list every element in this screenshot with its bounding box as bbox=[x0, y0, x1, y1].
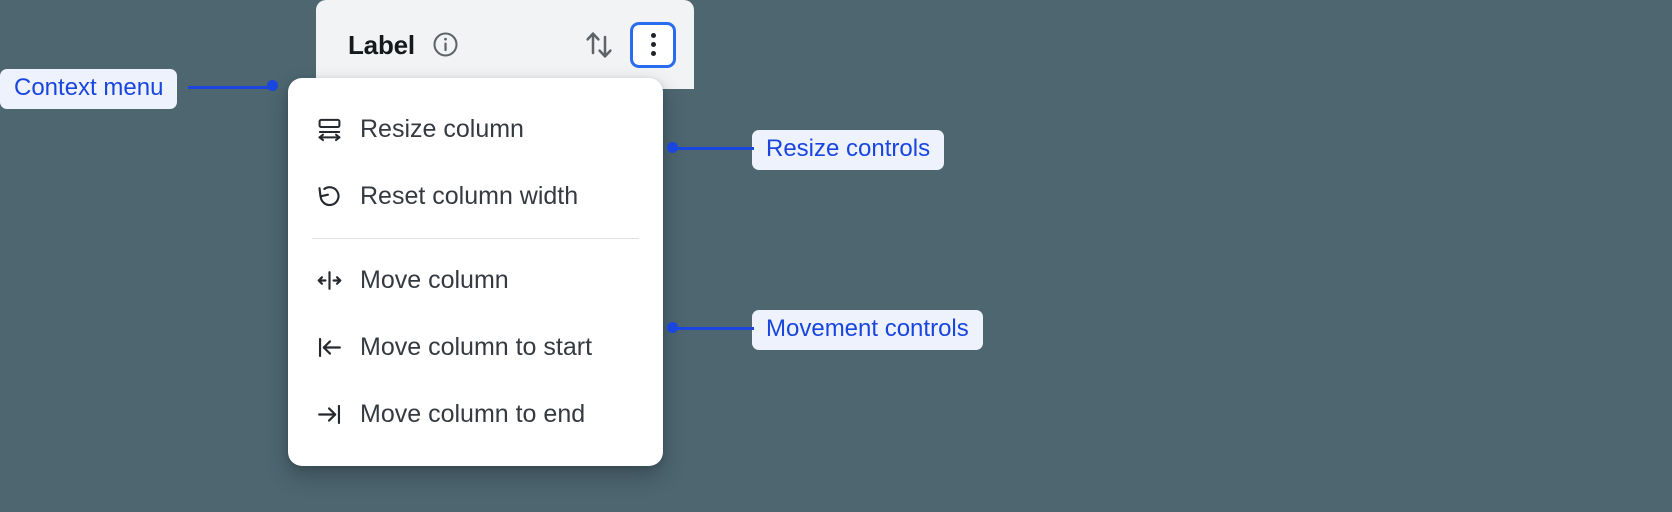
column-menu-button[interactable] bbox=[630, 21, 676, 68]
more-vertical-icon-dot-2 bbox=[650, 42, 656, 47]
move-to-start-icon bbox=[314, 333, 344, 363]
annotation-leader-dot-movement bbox=[667, 322, 678, 333]
annotation-leader-dot-context-menu bbox=[267, 80, 278, 91]
menu-item-move-column[interactable]: Move column bbox=[288, 247, 663, 314]
more-vertical-icon-dot-3 bbox=[650, 51, 656, 56]
resize-column-icon bbox=[314, 115, 344, 145]
menu-item-move-column-to-end[interactable]: Move column to end bbox=[288, 381, 663, 448]
reset-width-icon bbox=[314, 182, 344, 212]
annotation-leader-line-resize bbox=[672, 147, 754, 150]
annotation-leader-dot-resize bbox=[667, 142, 678, 153]
menu-item-move-column-to-start[interactable]: Move column to start bbox=[288, 314, 663, 381]
column-header-panel: Label bbox=[316, 0, 694, 89]
menu-item-label: Move column bbox=[360, 266, 509, 294]
menu-item-label: Reset column width bbox=[360, 182, 579, 210]
column-context-menu: Resize column Reset column width Move co… bbox=[288, 78, 663, 466]
sort-up-down-icon[interactable] bbox=[582, 27, 616, 63]
annotation-movement-controls: Movement controls bbox=[752, 310, 983, 350]
more-vertical-icon-dot-1 bbox=[650, 33, 656, 38]
move-column-icon bbox=[314, 266, 344, 296]
menu-item-reset-column-width[interactable]: Reset column width bbox=[288, 163, 663, 230]
annotation-resize-controls: Resize controls bbox=[752, 130, 945, 170]
menu-item-label: Resize column bbox=[360, 115, 524, 143]
annotation-context-menu: Context menu bbox=[0, 69, 178, 109]
menu-item-label: Move column to end bbox=[360, 400, 586, 428]
annotation-leader-line-context-menu bbox=[188, 86, 272, 89]
menu-group-divider bbox=[312, 238, 639, 239]
move-to-end-icon bbox=[314, 400, 344, 430]
annotation-leader-line-movement bbox=[672, 327, 754, 330]
column-header-title: Label bbox=[348, 29, 415, 60]
info-circle-icon[interactable] bbox=[431, 30, 460, 59]
menu-item-resize-column[interactable]: Resize column bbox=[288, 96, 663, 163]
menu-item-label: Move column to start bbox=[360, 333, 593, 361]
